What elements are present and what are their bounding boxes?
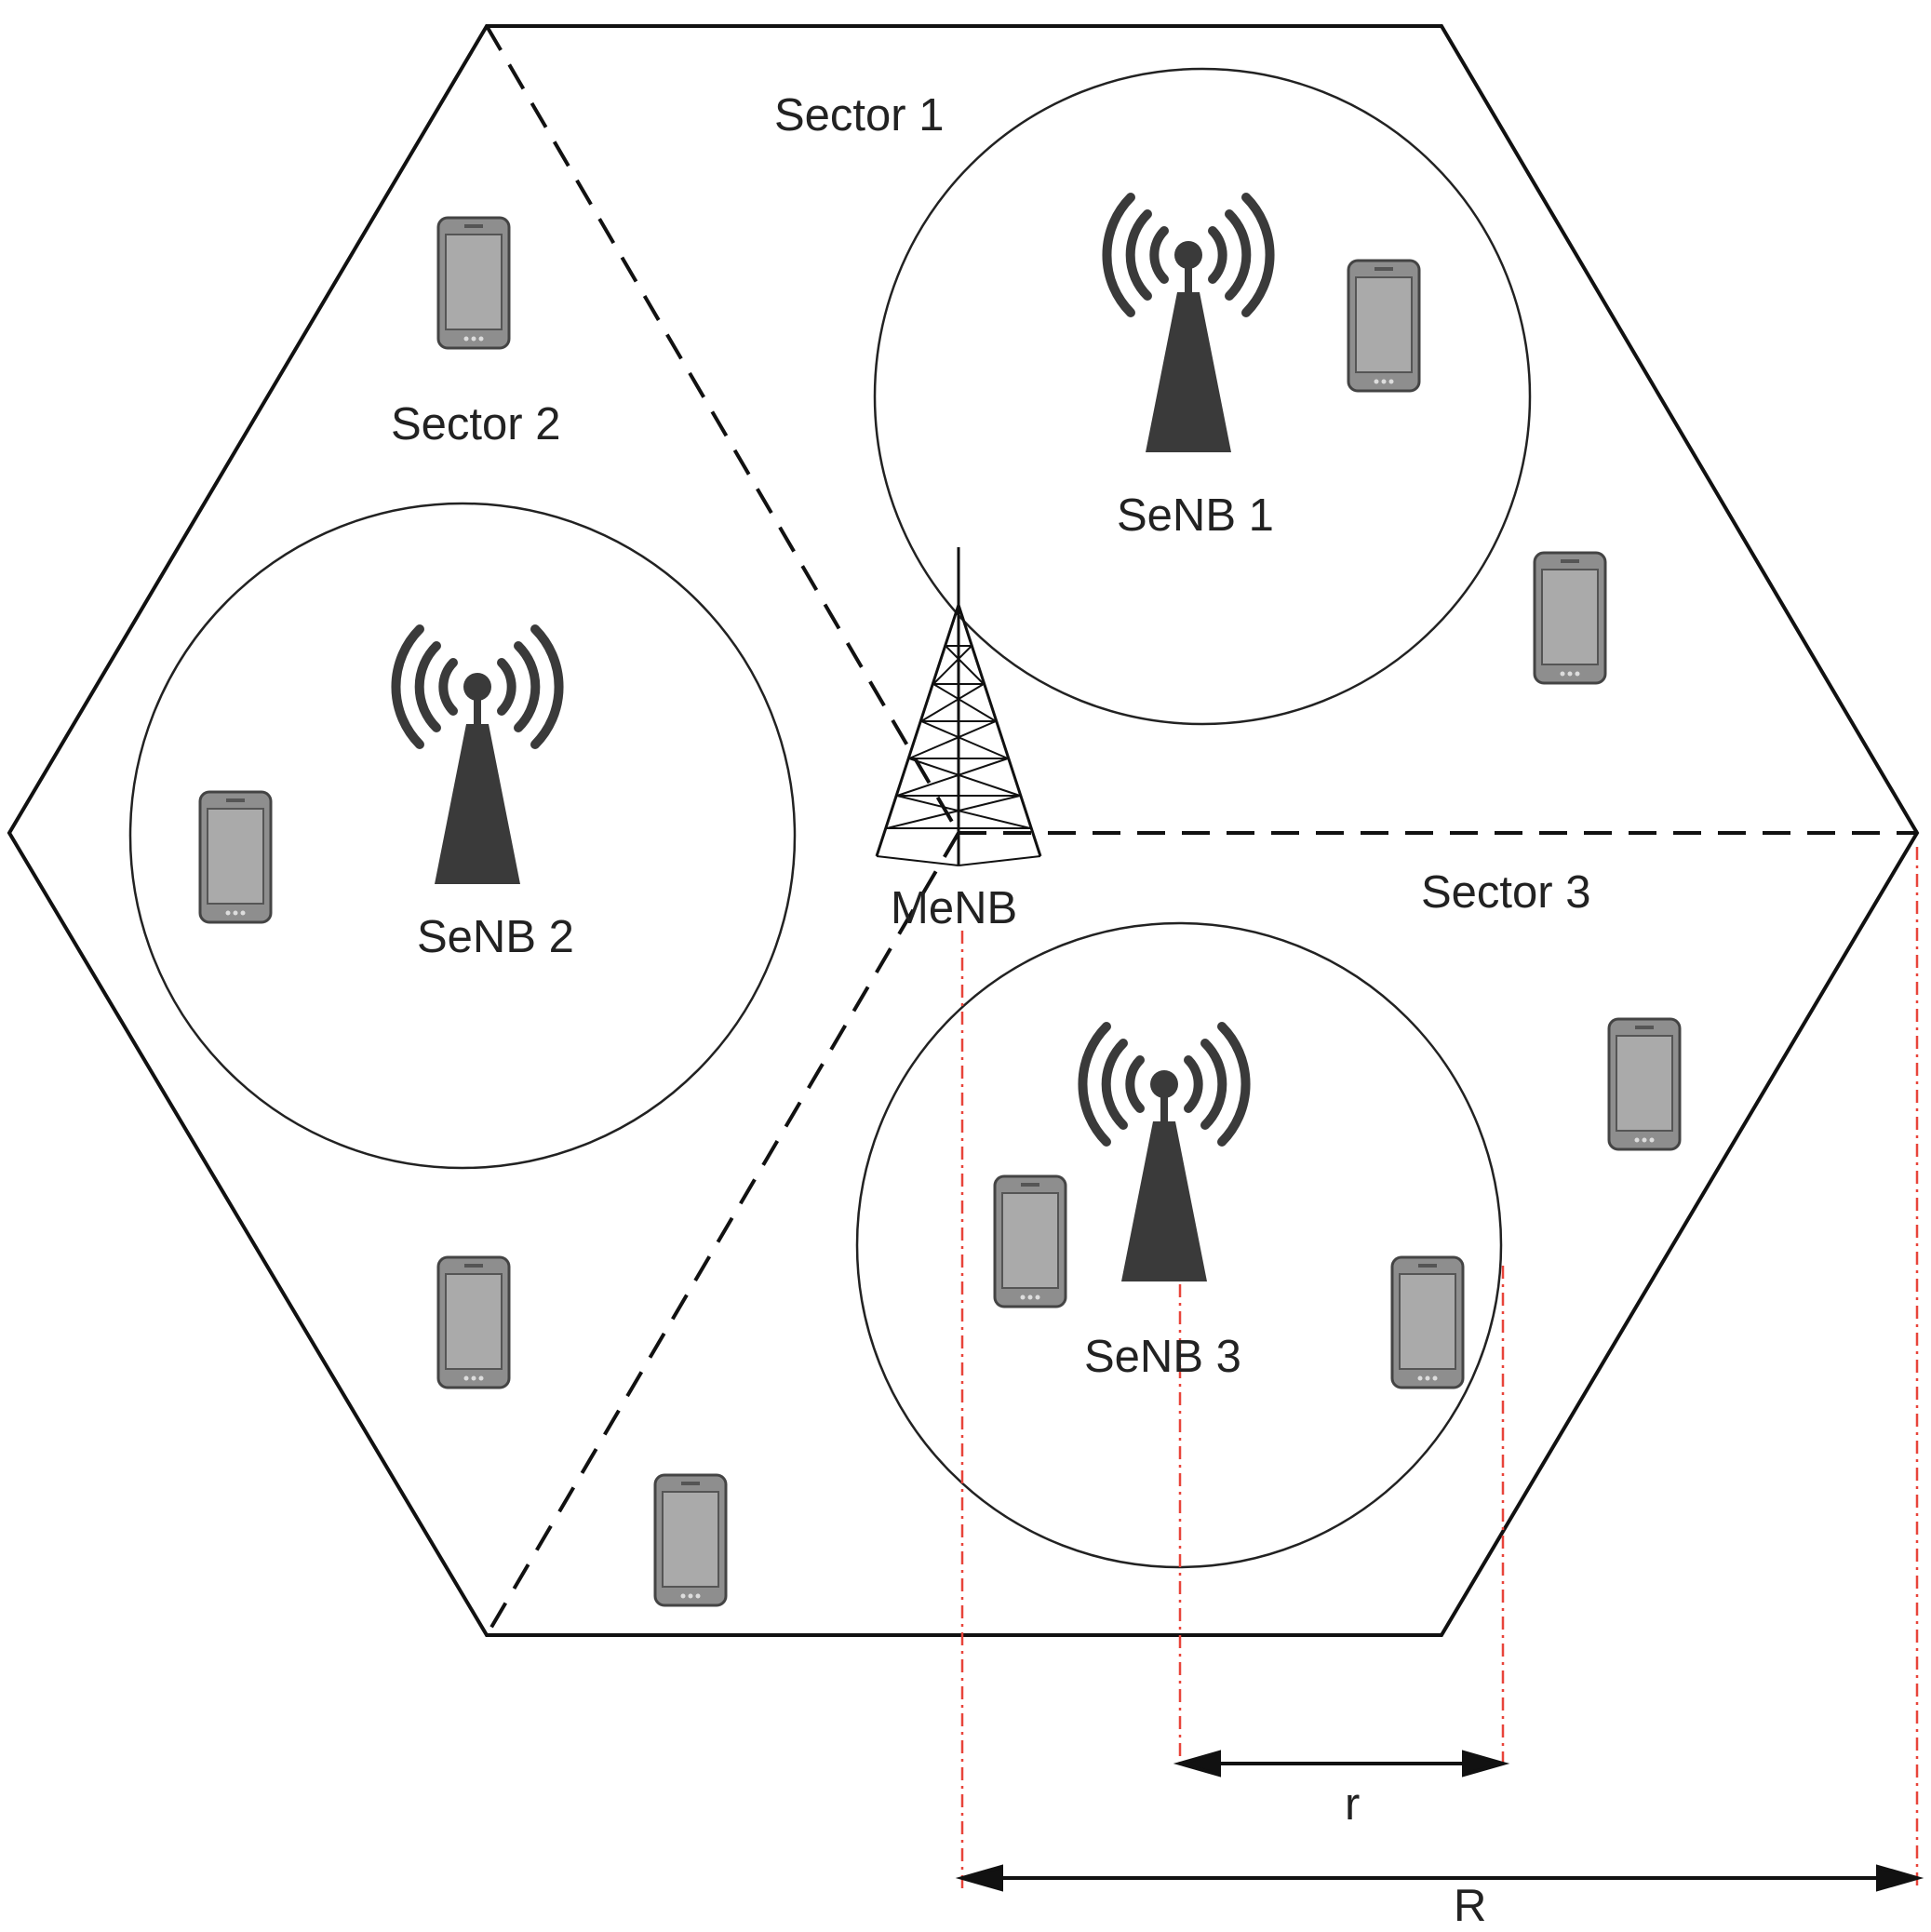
sector-3-label: Sector 3 [1421, 867, 1590, 918]
sector-dividers [485, 24, 1917, 1637]
small-radius-label: r [1345, 1779, 1360, 1830]
senb1-antenna-icon [1106, 197, 1269, 452]
smartphone-icon [198, 790, 273, 924]
senb2-coverage-circle [128, 502, 797, 1170]
smartphone-icon [1390, 1255, 1465, 1389]
dimension-guides [960, 847, 1919, 1889]
big-radius-label: R [1454, 1881, 1486, 1927]
smartphone-icon [436, 216, 511, 350]
divider-sector2-sector3 [485, 831, 960, 1637]
smartphone-icon [993, 1174, 1067, 1308]
senb1-coverage-circle [873, 67, 1532, 726]
menb-label: MeNB [891, 883, 1017, 933]
senb-2-label: SeNB 2 [417, 912, 574, 962]
menb-tower-icon [875, 547, 1042, 866]
smartphone-icon [653, 1473, 728, 1607]
senb3-antenna-icon [1082, 1026, 1245, 1281]
senb-1-label: SeNB 1 [1117, 490, 1274, 541]
divider-sector1-sector2 [485, 24, 960, 835]
radius-arrows [955, 1750, 1924, 1892]
smartphone-icon [436, 1255, 511, 1389]
macro-cell-hexagon [7, 24, 1920, 1637]
sector-1-label: Sector 1 [774, 90, 944, 141]
smartphone-icon [1533, 551, 1607, 685]
senb2-antenna-icon [396, 629, 558, 884]
smartphone-icon [1347, 259, 1421, 393]
smartphone-icon [1607, 1017, 1682, 1151]
sector-2-label: Sector 2 [391, 399, 560, 449]
senb-3-label: SeNB 3 [1084, 1332, 1241, 1382]
